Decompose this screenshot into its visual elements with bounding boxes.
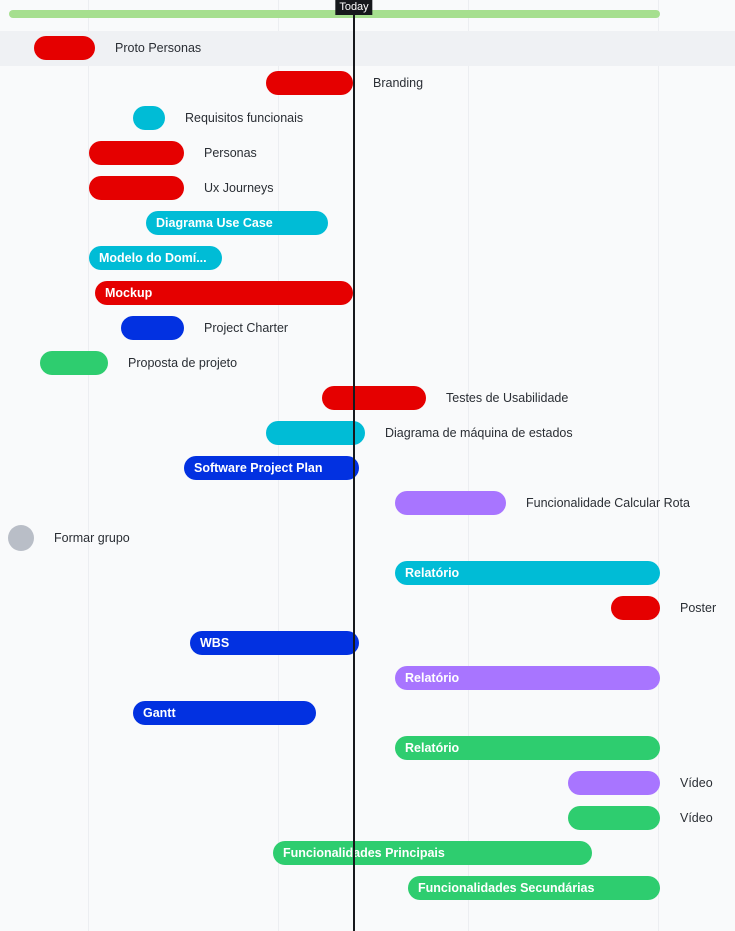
task-bar-relatorio-cyan[interactable]: Relatório [395, 561, 660, 585]
task-bar-proposta-de-projeto[interactable] [40, 351, 108, 375]
task-bar-label: Software Project Plan [194, 461, 323, 475]
task-label-proposta-de-projeto: Proposta de projeto [128, 356, 238, 370]
task-bar-video-purple[interactable] [568, 771, 660, 795]
task-bar-project-charter[interactable] [121, 316, 184, 340]
task-bar-testes-de-usabilidade[interactable] [322, 386, 426, 410]
task-bar-proto-personas[interactable] [34, 36, 95, 60]
task-bar-diagrama-maquina-estados[interactable] [266, 421, 365, 445]
task-label-ux-journeys: Ux Journeys [204, 181, 274, 195]
project-summary-bar[interactable] [9, 10, 660, 18]
task-bar-label: WBS [200, 636, 230, 650]
task-bar-relatorio-purple[interactable]: Relatório [395, 666, 660, 690]
task-bar-label: Relatório [405, 566, 460, 580]
task-bar-requisitos-funcionais[interactable] [133, 106, 165, 130]
task-label-formar-grupo: Formar grupo [54, 531, 130, 545]
timeline-gridline [468, 0, 469, 931]
task-bar-wbs[interactable]: WBS [190, 631, 359, 655]
task-label-testes-de-usabilidade: Testes de Usabilidade [446, 391, 569, 405]
task-bar-label: Mockup [105, 286, 153, 300]
task-label-video-purple: Vídeo [680, 776, 713, 790]
task-label-personas: Personas [204, 146, 257, 160]
task-bar-mockup[interactable]: Mockup [95, 281, 353, 305]
task-bar-diagrama-use-case[interactable]: Diagrama Use Case [146, 211, 328, 235]
task-label-video-green: Vídeo [680, 811, 713, 825]
task-label-requisitos-funcionais: Requisitos funcionais [185, 111, 304, 125]
task-bar-software-project-plan[interactable]: Software Project Plan [184, 456, 359, 480]
task-bar-label: Funcionalidades Principais [283, 846, 445, 860]
today-marker-line [353, 0, 355, 931]
task-bar-funcionalidade-calcular-rota[interactable] [395, 491, 506, 515]
task-label-branding: Branding [373, 76, 424, 90]
task-bar-branding[interactable] [266, 71, 353, 95]
task-bar-funcionalidades-principais[interactable]: Funcionalidades Principais [273, 841, 592, 865]
today-marker-label: Today [335, 0, 373, 15]
task-label-funcionalidade-calcular-rota: Funcionalidade Calcular Rota [526, 496, 690, 510]
task-bar-label: Diagrama Use Case [156, 216, 273, 230]
timeline-gridline [658, 0, 659, 931]
task-bar-relatorio-green[interactable]: Relatório [395, 736, 660, 760]
task-label-proto-personas: Proto Personas [115, 41, 202, 55]
task-bar-modelo-do-dominio[interactable]: Modelo do Domí... [89, 246, 222, 270]
task-bar-video-green[interactable] [568, 806, 660, 830]
timeline-gridline [88, 0, 89, 931]
row-highlight [0, 31, 735, 66]
task-label-poster: Poster [680, 601, 717, 615]
task-label-project-charter: Project Charter [204, 321, 289, 335]
task-label-diagrama-maquina-estados: Diagrama de máquina de estados [385, 426, 573, 440]
milestone-formar-grupo[interactable] [8, 525, 34, 551]
task-bar-ux-journeys[interactable] [89, 176, 184, 200]
task-bar-funcionalidades-secundarias[interactable]: Funcionalidades Secundárias [408, 876, 660, 900]
task-bar-label: Modelo do Domí... [99, 251, 207, 265]
task-bar-label: Relatório [405, 741, 460, 755]
task-bar-label: Gantt [143, 706, 176, 720]
task-bar-poster[interactable] [611, 596, 660, 620]
task-bar-label: Relatório [405, 671, 460, 685]
task-bar-gantt[interactable]: Gantt [133, 701, 316, 725]
task-bar-personas[interactable] [89, 141, 184, 165]
task-bar-label: Funcionalidades Secundárias [418, 881, 595, 895]
